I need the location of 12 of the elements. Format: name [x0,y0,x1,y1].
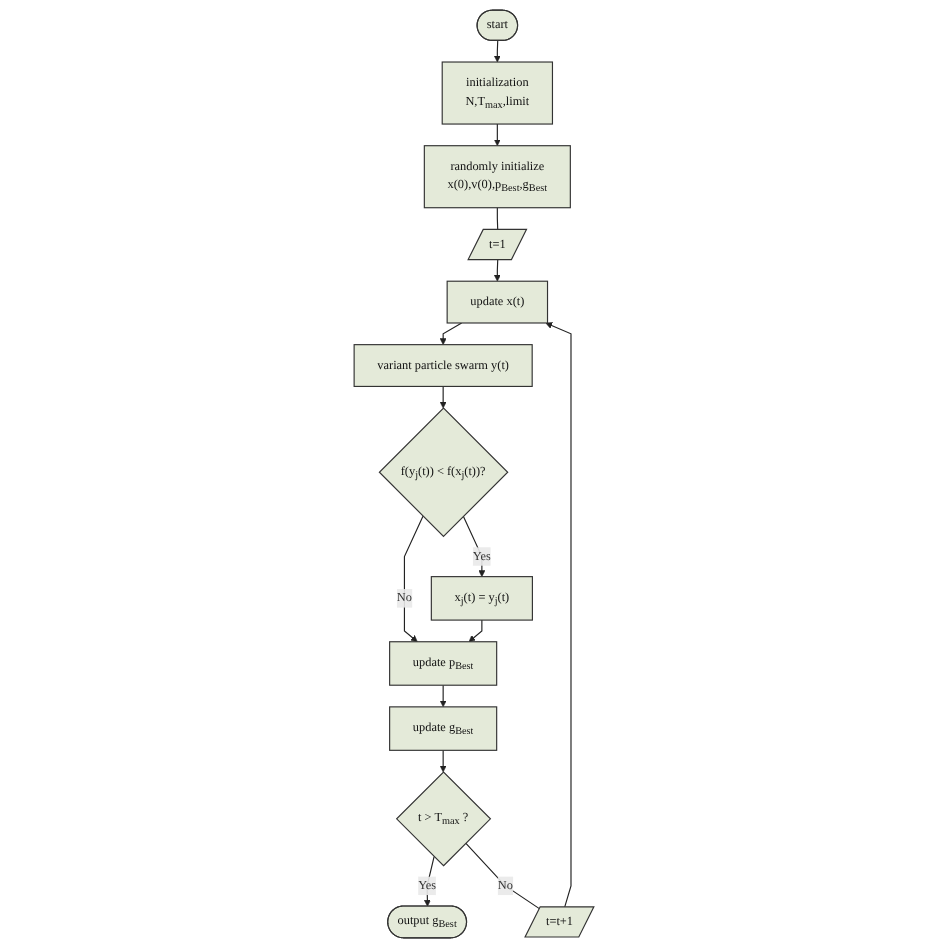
arrow [493,123,501,146]
arrow [439,385,447,409]
arrow [545,322,572,908]
arrow [493,259,501,282]
arrow [493,40,501,63]
arrow [468,619,483,643]
arrow [439,684,447,708]
arrow [439,322,463,345]
connector [496,207,499,231]
arrow [403,515,424,643]
connector [465,842,541,910]
arrow [439,749,447,773]
